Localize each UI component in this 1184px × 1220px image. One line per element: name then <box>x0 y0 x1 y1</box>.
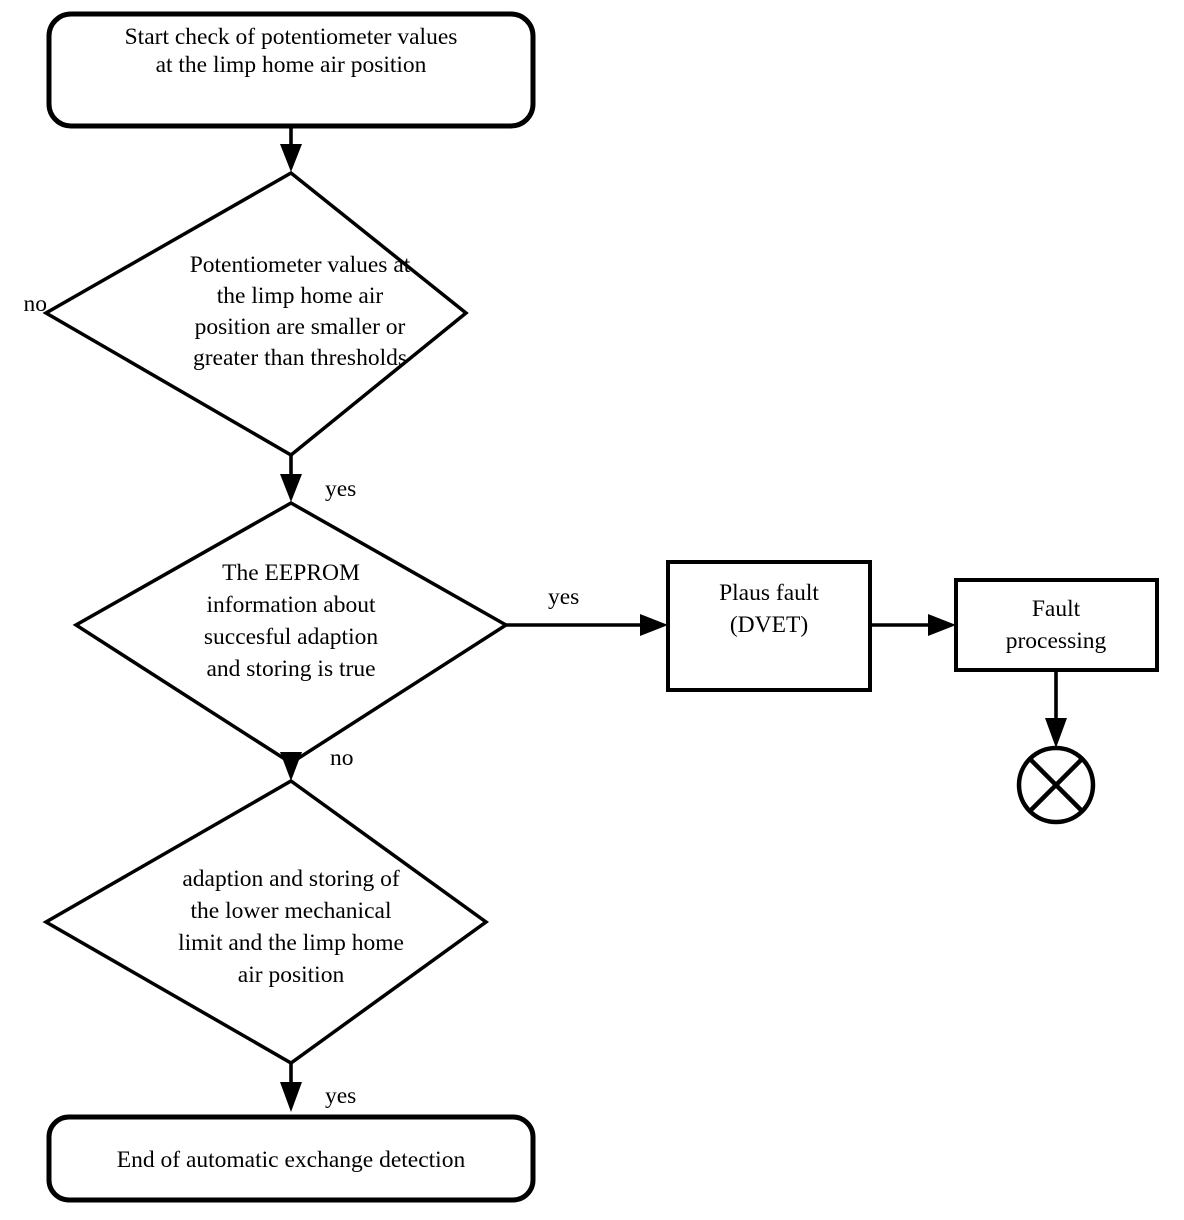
node-decision-adaption[interactable]: adaption and storing of the lower mechan… <box>42 778 489 1066</box>
terminator-cross-stroke-2 <box>1028 757 1084 813</box>
fault-processing-label-line-1: Fault <box>1032 596 1081 622</box>
fault-processing-box-shape <box>954 578 1159 672</box>
plaus-fault-label-line-1: Plaus fault <box>719 580 819 606</box>
arrow-head-down <box>1045 718 1067 748</box>
decision-adaption-label-line-2: the lower mechanical <box>191 898 392 924</box>
decision-eeprom-label-line-2: information about <box>206 592 376 618</box>
edge-decision-adaption-to-end <box>280 1063 302 1112</box>
edge-decision-eeprom-to-decision-adaption <box>280 752 302 781</box>
decision-pot-label-line-1: Potentiometer values at <box>190 252 411 278</box>
node-plaus-fault[interactable]: Plaus fault (DVET) <box>666 560 872 692</box>
edge-label-eeprom-no: no <box>330 745 354 771</box>
start-label-line-2: at the limp home air position <box>156 52 427 78</box>
start-label-line-1: Start check of potentiometer values <box>125 24 458 50</box>
edge-label-eeprom-yes: yes <box>548 584 579 610</box>
fault-processing-label-line-2: processing <box>1006 628 1107 654</box>
edge-label-pot-values-yes: yes <box>325 476 356 502</box>
decision-eeprom-label-line-4: and storing is true <box>206 656 375 682</box>
edge-plaus-fault-to-fault-processing <box>870 614 956 636</box>
plaus-fault-label-line-2: (DVET) <box>730 612 808 638</box>
decision-eeprom-label-line-1: The EEPROM <box>222 560 360 586</box>
arrow-head-down <box>280 144 302 172</box>
decision-adaption-label-line-3: limit and the limp home <box>178 930 404 956</box>
arrow-head-right <box>928 614 956 636</box>
decision-adaption-label-line-4: air position <box>238 962 345 988</box>
node-start[interactable]: Start check of potentiometer values at t… <box>46 11 536 129</box>
decision-adaption-label-line-1: adaption and storing of <box>182 866 400 892</box>
edge-fault-processing-to-terminator <box>1045 670 1067 748</box>
decision-pot-label-line-4: greater than thresholds <box>193 345 407 371</box>
edge-decision-eeprom-to-plaus-fault <box>506 614 668 636</box>
arrow-head-down <box>280 1082 302 1112</box>
decision-eeprom-label-line-3: succesful adaption <box>204 624 378 650</box>
node-end[interactable]: End of automatic exchange detection <box>46 1114 536 1203</box>
edge-label-pot-values-no: no <box>24 291 48 317</box>
end-box-shape <box>46 1114 536 1203</box>
edge-start-to-decision-pot <box>280 126 302 172</box>
arrow-head-down <box>280 474 302 502</box>
decision-pot-label-line-2: the limp home air <box>217 283 384 309</box>
arrow-head-right <box>640 614 668 636</box>
node-fault-processing[interactable]: Fault processing <box>954 578 1159 672</box>
node-decision-eeprom[interactable]: The EEPROM information about succesful a… <box>72 500 510 766</box>
node-terminator-circle-cross[interactable] <box>1016 745 1096 825</box>
end-label-line-1: End of automatic exchange detection <box>117 1147 466 1173</box>
edge-label-adaption-yes: yes <box>325 1083 356 1109</box>
arrow-head-down <box>280 752 302 781</box>
edge-decision-pot-to-decision-eeprom <box>280 455 302 502</box>
decision-pot-label-line-3: position are smaller or <box>195 314 406 340</box>
node-decision-potentiometer-values[interactable]: Potentiometer values at the limp home ai… <box>42 170 469 458</box>
